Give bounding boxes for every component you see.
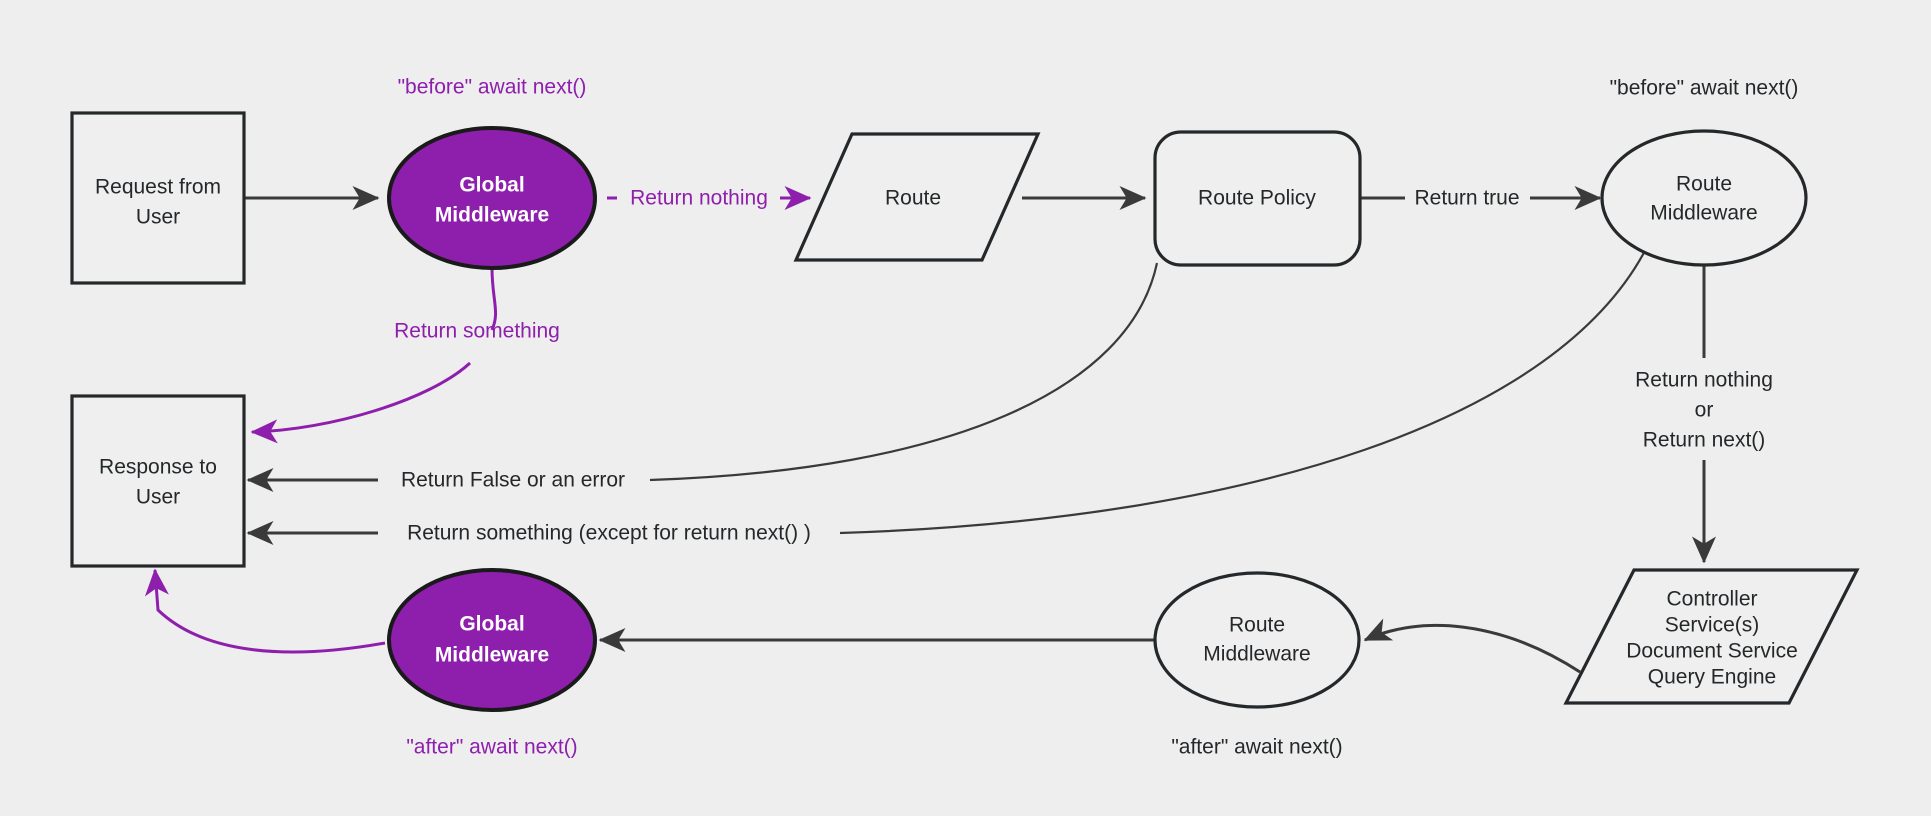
edge-label-return-something-global: Return something: [394, 320, 560, 343]
node-route-policy-label: Route Policy: [1198, 187, 1316, 210]
node-global-middleware-bottom-label-line2: Middleware: [435, 644, 549, 667]
node-request-from-user[interactable]: [70, 111, 246, 285]
annotation-after-await-next-global: "after" await next(): [406, 736, 577, 759]
edge-label-return-nothing-or-next-line2: or: [1695, 399, 1714, 422]
node-global-middleware-top[interactable]: [387, 126, 597, 270]
edge-controller-to-route-middleware-bottom: [1363, 618, 1581, 674]
node-route-policy[interactable]: [1153, 130, 1362, 267]
edge-route-policy-to-response: [649, 262, 1159, 482]
node-route-middleware-bottom-label-line2: Middleware: [1203, 643, 1310, 666]
node-response-to-user-label-line1: Response to: [99, 456, 217, 479]
node-request-from-user-label-line2: User: [136, 206, 180, 229]
node-controller-services-label-line1: Controller: [1666, 588, 1757, 611]
node-route-middleware-top[interactable]: [1600, 129, 1808, 267]
edge-label-return-false-or-error: Return False or an error: [401, 469, 625, 492]
annotation-before-await-next-route: "before" await next(): [1610, 77, 1799, 100]
node-route-label: Route: [885, 187, 941, 210]
node-request-from-user-label-line1: Request from: [95, 176, 221, 199]
node-response-to-user-label-line2: User: [136, 486, 180, 509]
edge-label-return-nothing-or-next-line3: Return next(): [1643, 429, 1766, 452]
node-global-middleware-top-label-line1: Global: [459, 174, 524, 197]
edge-label-return-true: Return true: [1414, 187, 1519, 210]
edge-label-return-nothing-or-next-line1: Return nothing: [1635, 369, 1773, 392]
node-controller-services-label-line3: Document Service: [1626, 640, 1798, 663]
annotation-before-await-next-global: "before" await next(): [398, 76, 587, 99]
edge-label-return-nothing: Return nothing: [630, 187, 768, 210]
node-route-middleware-top-label-line2: Middleware: [1650, 202, 1757, 225]
node-route[interactable]: [793, 132, 1041, 262]
node-route-middleware-bottom-label-line1: Route: [1229, 614, 1285, 637]
node-route-middleware-top-label-line1: Route: [1676, 173, 1732, 196]
node-response-to-user[interactable]: [70, 394, 246, 568]
node-route-middleware-bottom[interactable]: [1153, 571, 1361, 709]
edge-label-return-something-except: Return something (except for return next…: [407, 522, 811, 545]
node-controller-services[interactable]: [1563, 568, 1860, 705]
node-global-middleware-top-label-line2: Middleware: [435, 204, 549, 227]
edge-global-middleware-bottom-to-response: [144, 568, 386, 654]
edge-global-middleware-top-to-response-tail: [250, 361, 472, 444]
node-controller-services-label-line4: Query Engine: [1648, 666, 1776, 689]
annotation-after-await-next-route: "after" await next(): [1171, 736, 1342, 759]
node-global-middleware-bottom[interactable]: [387, 568, 597, 712]
edge-global-middleware-top-to-response: [490, 267, 498, 331]
node-controller-services-label-line2: Service(s): [1665, 614, 1760, 637]
edge-route-middleware-to-response: [839, 244, 1649, 535]
node-global-middleware-bottom-label-line1: Global: [459, 613, 524, 636]
